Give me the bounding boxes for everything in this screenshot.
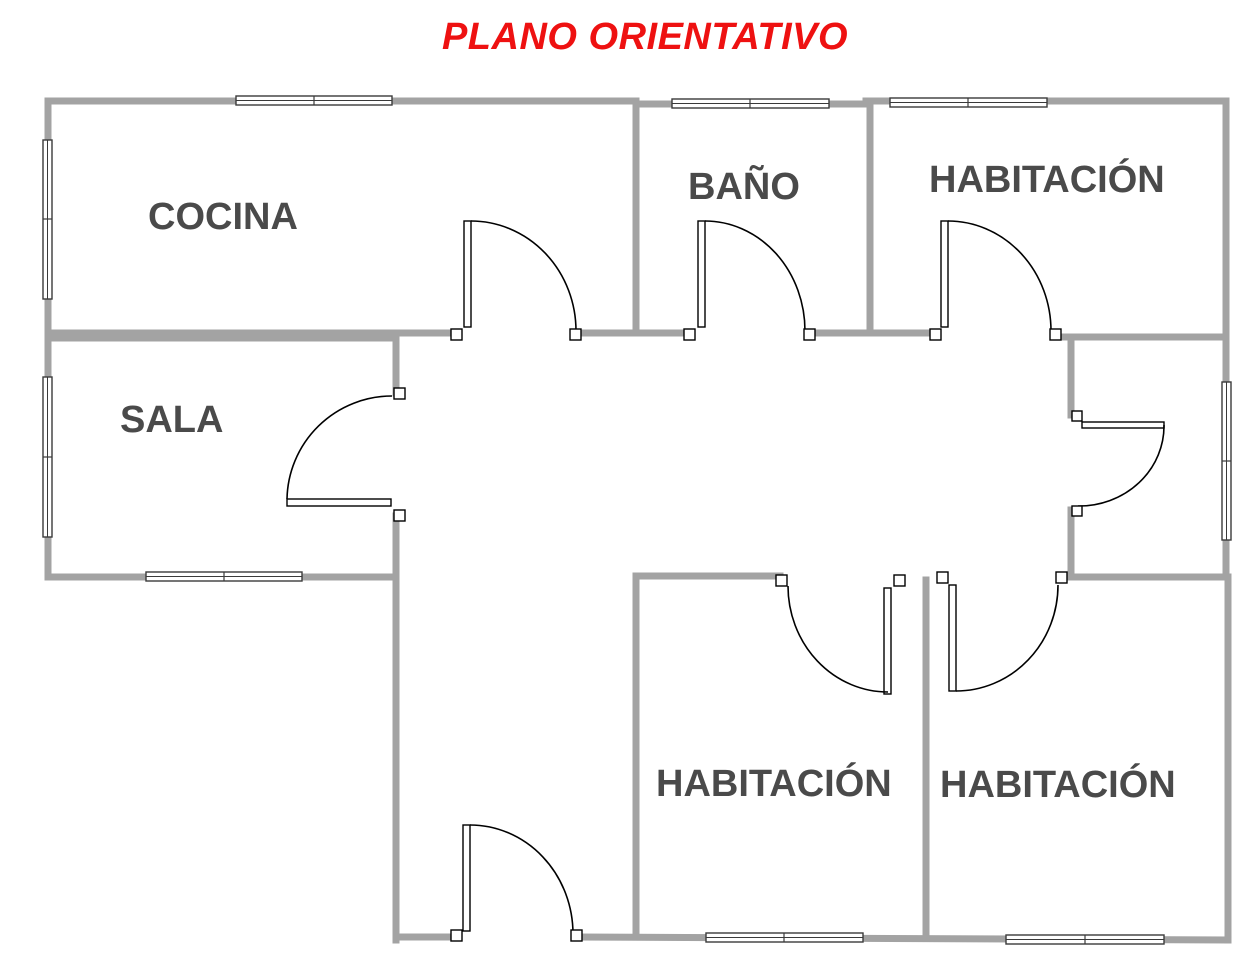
plan-title: PLANO ORIENTATIVO xyxy=(441,16,849,58)
door-sala xyxy=(286,387,406,522)
room-label-cocina: COCINA xyxy=(148,196,298,238)
room-label-sala: SALA xyxy=(120,399,223,441)
window-hab1-top xyxy=(889,97,1048,108)
door-closet xyxy=(1071,410,1165,517)
window-sala-left xyxy=(42,376,53,538)
window-sala-bottom xyxy=(145,571,303,582)
room-label-habitacion-3: HABITACIÓN xyxy=(940,762,1176,806)
door-hab2 xyxy=(775,574,906,695)
door-hab1 xyxy=(929,220,1062,341)
window-hab3-bottom xyxy=(1005,934,1165,945)
doors xyxy=(286,220,1165,942)
window-closet-right xyxy=(1221,381,1232,541)
room-label-bano: BAÑO xyxy=(688,164,800,208)
window-cocina-left xyxy=(42,139,53,300)
door-entrance xyxy=(450,824,583,942)
windows xyxy=(42,95,1232,945)
door-cocina xyxy=(450,220,582,341)
room-label-habitacion-2: HABITACIÓN xyxy=(656,761,892,805)
door-bano xyxy=(683,220,816,341)
window-hab2-bottom xyxy=(705,932,864,943)
room-label-habitacion-1: HABITACIÓN xyxy=(929,157,1165,201)
room-labels: COCINA BAÑO HABITACIÓN SALA HABITACIÓN H… xyxy=(120,157,1176,806)
window-bano-top xyxy=(671,98,830,109)
window-cocina-top xyxy=(235,95,393,106)
door-hab3 xyxy=(936,571,1068,692)
